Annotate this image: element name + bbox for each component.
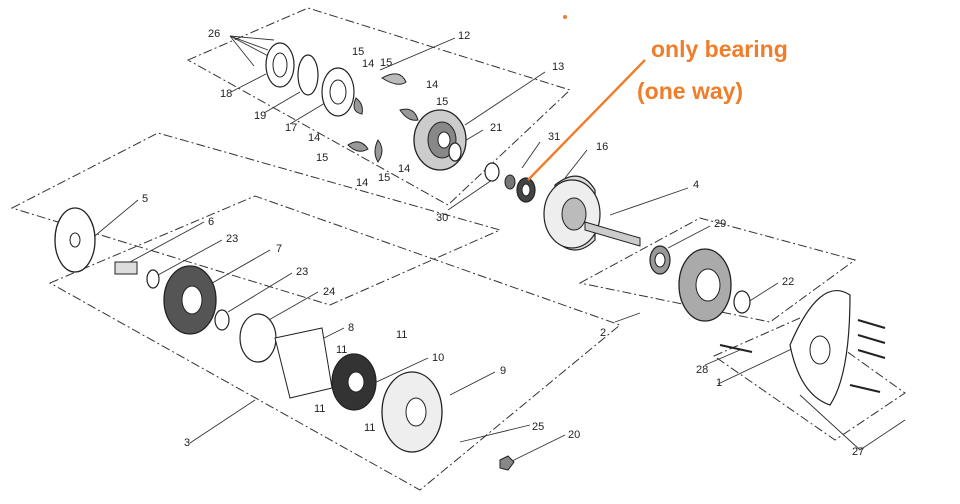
- part-label: 6: [208, 216, 214, 228]
- hub-13: [413, 109, 467, 171]
- part-label: 16: [596, 141, 608, 153]
- sleeve-6: [114, 261, 138, 275]
- part-label: 17: [285, 122, 297, 134]
- part-label: 15: [316, 152, 328, 164]
- part-label: 19: [254, 110, 266, 122]
- plate-17: [321, 67, 355, 117]
- seal-22: [733, 290, 751, 314]
- plate-18: [265, 42, 295, 88]
- plate-8: [274, 327, 333, 399]
- washer-23-a: [146, 269, 160, 289]
- callout-arrow: [527, 59, 646, 181]
- cover-9: [381, 371, 443, 453]
- bearing-31: [504, 174, 516, 190]
- part-label: 20: [568, 429, 580, 441]
- upper-clutch-assembly: [265, 42, 641, 251]
- sheave-5: [54, 207, 96, 273]
- part-label: 13: [552, 61, 564, 73]
- bolts-27: [849, 319, 886, 393]
- washer-23-b: [214, 309, 230, 331]
- callout-label-line1: only bearing: [651, 36, 788, 62]
- bearing-29: [649, 245, 671, 275]
- part-label: 1: [716, 377, 722, 389]
- shoe-15-a: [381, 73, 407, 85]
- o-ring-24: [239, 313, 277, 363]
- part-label: 12: [458, 30, 470, 42]
- part-label: 22: [782, 276, 794, 288]
- spider-10: [331, 353, 377, 411]
- part-label: 31: [548, 131, 560, 143]
- part-label: 23: [226, 233, 238, 245]
- washer-30: [484, 162, 500, 182]
- housing-2: [678, 248, 732, 322]
- part-label: 25: [532, 421, 544, 433]
- shoe-15-e: [374, 139, 383, 163]
- part-label: 15: [380, 57, 392, 69]
- nut-20: [499, 455, 515, 471]
- part-label: 3: [184, 437, 190, 449]
- part-label: 14: [362, 58, 374, 70]
- part-label: 11: [336, 344, 347, 356]
- part-label: 26: [208, 28, 220, 40]
- part-label: 29: [714, 218, 726, 230]
- part-label: 23: [296, 266, 308, 278]
- part-label: 9: [500, 365, 506, 377]
- part-label: 27: [852, 446, 864, 458]
- part-label: 11: [314, 403, 325, 415]
- assembly-boundaries: [10, 7, 906, 491]
- boundary-5: [10, 132, 502, 306]
- shoe-15-b: [353, 97, 363, 115]
- shoe-15-c: [399, 108, 419, 121]
- part-label: 14: [426, 79, 438, 91]
- part-label: 14: [398, 163, 410, 175]
- part-label: 21: [490, 122, 502, 134]
- callout-label-line2: (one way): [637, 78, 744, 104]
- shoe-15-d: [347, 141, 369, 152]
- boundary-12: [186, 7, 571, 206]
- ring-19: [297, 54, 319, 96]
- part-label: 10: [432, 352, 444, 364]
- one-way-bearing: [516, 177, 536, 203]
- part-label: 11: [364, 422, 375, 434]
- boundary-3: [48, 195, 622, 491]
- left-assembly: [54, 207, 515, 471]
- leader-lines: [89, 35, 906, 463]
- fan-7: [163, 265, 217, 335]
- part-label: 8: [348, 322, 354, 334]
- part-label: 14: [308, 132, 320, 144]
- part-label: 18: [220, 88, 232, 100]
- part-label: 15: [378, 172, 390, 184]
- part-label: 28: [696, 364, 708, 376]
- bolt-28: [719, 344, 753, 353]
- part-label: 4: [693, 179, 699, 191]
- drum-16: [543, 175, 601, 251]
- callout-dot: [563, 15, 567, 19]
- cover-1: [789, 290, 851, 406]
- part-label: 14: [356, 177, 368, 189]
- part-label: 30: [436, 212, 448, 224]
- part-label: 24: [323, 286, 335, 298]
- right-assembly: [649, 245, 886, 406]
- part-label: 2: [600, 327, 606, 339]
- part-number-labels: 26 12 15 15 14 14 18 19 17 15 13 21 14 1…: [142, 28, 864, 458]
- boundary-1: [712, 317, 906, 441]
- part-label: 5: [142, 193, 148, 205]
- part-label: 15: [436, 96, 448, 108]
- shaft-4: [584, 221, 641, 247]
- part-label: 15: [352, 46, 364, 58]
- part-label: 11: [396, 329, 407, 341]
- part-label: 7: [276, 243, 282, 255]
- washer-21: [448, 142, 462, 162]
